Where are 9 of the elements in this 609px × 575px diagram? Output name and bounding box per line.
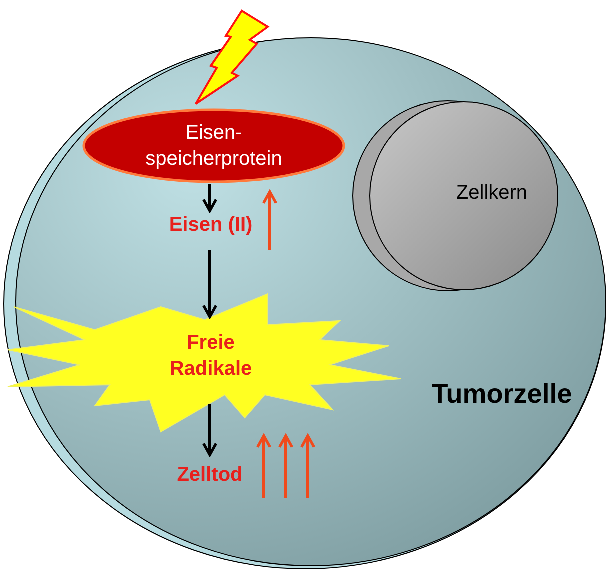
arrow xyxy=(202,404,218,456)
protein-label: Eisen- speicherprotein xyxy=(144,121,284,172)
cell-death-label: Zelltod xyxy=(160,462,260,492)
arrow xyxy=(202,184,218,212)
radical-label: Freie Radikale xyxy=(168,331,254,382)
cell-label: Tumorzelle xyxy=(430,378,574,411)
nucleus-label: Zellkern xyxy=(455,181,529,206)
arrow xyxy=(202,250,218,318)
iron-label: Eisen (II) xyxy=(155,212,267,240)
